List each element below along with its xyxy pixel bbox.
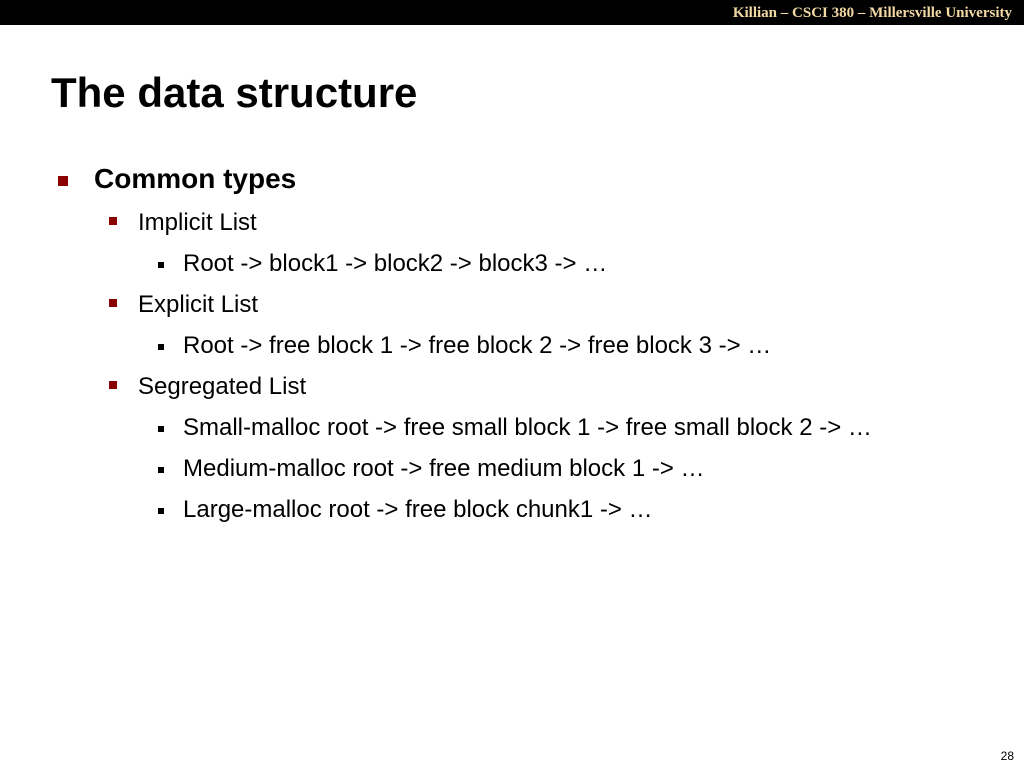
bullet-text: Root -> block1 -> block2 -> block3 -> … (183, 250, 608, 277)
course-header-text: Killian – CSCI 380 – Millersville Univer… (732, 5, 1012, 21)
slide-title: The data structure (51, 69, 418, 116)
bullet-text: Medium-malloc root -> free medium block … (183, 455, 705, 482)
square-bullet-icon (109, 217, 117, 225)
bullet-text: Large-malloc root -> free block chunk1 -… (183, 496, 653, 523)
page-number: 28 (1000, 749, 1014, 763)
bullet-text: Root -> free block 1 -> free block 2 -> … (183, 332, 772, 359)
bullet-text: Explicit List (138, 291, 259, 318)
small-square-bullet-icon (158, 467, 164, 473)
small-square-bullet-icon (158, 426, 164, 432)
small-square-bullet-icon (158, 262, 164, 268)
bullet-text: Small-malloc root -> free small block 1 … (183, 414, 872, 441)
small-square-bullet-icon (158, 344, 164, 350)
header-bar: Killian – CSCI 380 – Millersville Univer… (0, 0, 1024, 25)
bullet-text: Common types (94, 163, 297, 194)
square-bullet-icon (109, 381, 117, 389)
square-bullet-icon (58, 176, 68, 186)
bullet-text: Segregated List (138, 373, 307, 400)
small-square-bullet-icon (158, 508, 164, 514)
square-bullet-icon (109, 299, 117, 307)
bullet-text: Implicit List (138, 209, 257, 236)
